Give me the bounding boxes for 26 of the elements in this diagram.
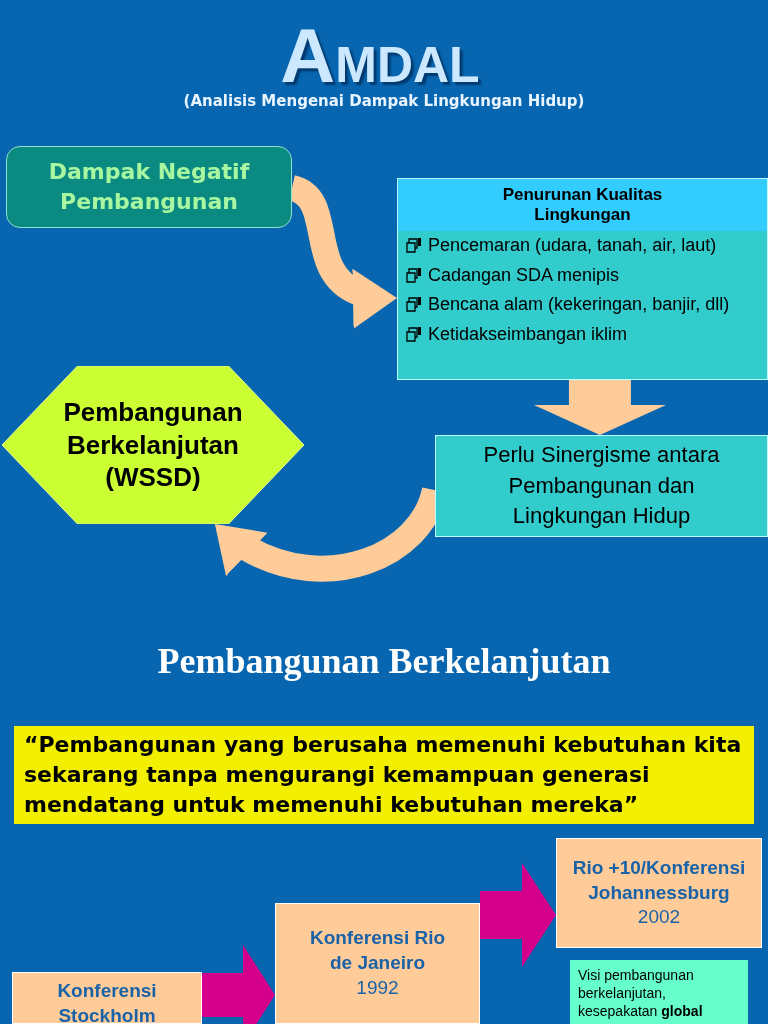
conference-title: Rio +10/Konferensi Johannessburg: [571, 855, 747, 905]
year-text: 1992: [356, 975, 399, 1000]
conference-box: [12, 972, 202, 1024]
arrow: [533, 380, 666, 435]
list-item: Bencana alam (kekeringan, banjir, dll): [428, 294, 731, 316]
box-text: Dampak Negatif Pembangunan: [47, 158, 251, 216]
arrow: [480, 863, 556, 968]
conference-title: Konferensi Rio de Janeiro: [308, 926, 447, 976]
list-item: Ketidakseimbangan iklim: [428, 324, 629, 345]
conference-box: [275, 903, 480, 1024]
year-text: 2002: [637, 905, 681, 930]
hexagon-text: Pembangunan Berkelanjutan (WSSD): [62, 396, 244, 494]
arrow: [202, 944, 275, 1024]
list-item: Pencemaran (udara, tanah, air, laut): [428, 235, 718, 256]
note-text: Visi pembangunan berkelanjutan, kesepakatan global: [578, 966, 704, 1021]
process-box: [435, 435, 768, 537]
section-heading: Pembangunan Berkelanjutan: [156, 640, 612, 682]
note-box: [570, 960, 748, 1024]
quote-text: “Pembangunan yang berusaha memenuhi kebutuhan kita sekarang tanpa mengurangi kemampuan generasi mendatang untuk memenuhi kebutuhan mereka”: [24, 730, 743, 820]
conference-box: [556, 838, 762, 948]
list-item: Cadangan SDA menipis: [428, 264, 621, 286]
conference-title: Konferensi Stockholm: [56, 979, 158, 1024]
box-text: Perlu Sinergisme antara Pembangunan dan Lingkungan Hidup: [482, 440, 721, 531]
process-box: [6, 146, 292, 228]
list-box: [397, 178, 768, 380]
header-text: Penurunan Kualitas Lingkungan: [501, 184, 664, 226]
